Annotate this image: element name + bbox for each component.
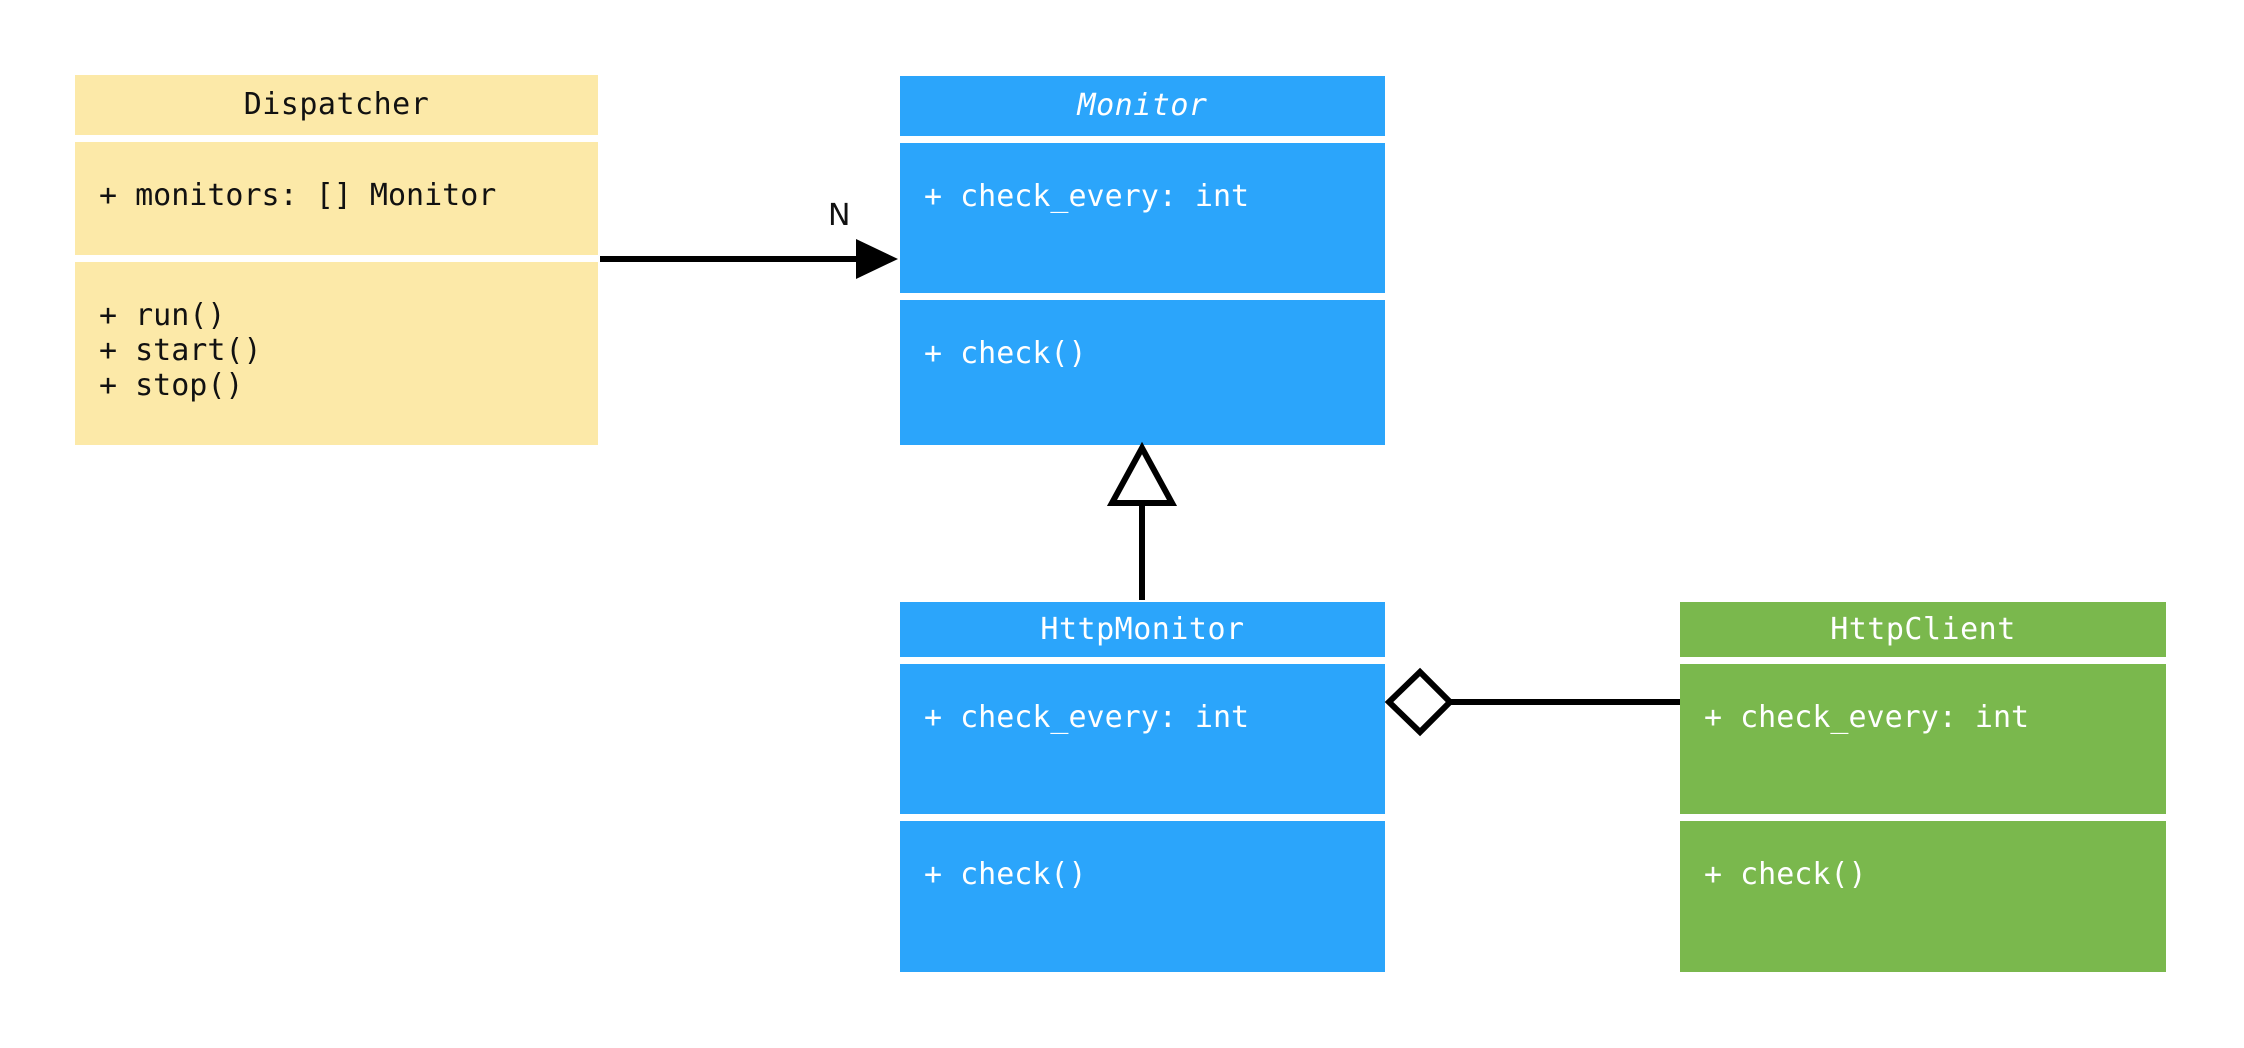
method-row: + stop() <box>99 368 244 403</box>
class-box-dispatcher[interactable]: Dispatcher + monitors: [] Monitor + run(… <box>75 75 598 445</box>
compartment-divider <box>1680 814 2166 821</box>
class-methods-httpclient: + check() <box>1680 821 2166 972</box>
class-box-httpclient[interactable]: HttpClient + check_every: int + check() <box>1680 602 2166 972</box>
class-header-httpmonitor: HttpMonitor <box>900 602 1385 657</box>
compartment-divider <box>900 136 1385 143</box>
relationship-httpmonitor-to-monitor <box>1106 441 1178 600</box>
class-name-httpclient: HttpClient <box>1830 611 2016 647</box>
class-attributes-monitor: + check_every: int <box>900 143 1385 293</box>
class-box-httpmonitor[interactable]: HttpMonitor + check_every: int + check() <box>900 602 1385 972</box>
class-header-monitor: Monitor <box>900 76 1385 136</box>
relationship-httpmonitor-to-httpclient <box>1384 667 1680 737</box>
filled-triangle-arrowhead-icon <box>856 239 898 279</box>
class-methods-httpmonitor: + check() <box>900 821 1385 972</box>
compartment-divider <box>75 255 598 262</box>
compartment-divider <box>75 135 598 142</box>
class-header-httpclient: HttpClient <box>1680 602 2166 657</box>
compartment-divider <box>900 657 1385 664</box>
compartment-divider <box>900 814 1385 821</box>
compartment-divider <box>900 293 1385 300</box>
method-row: + run() <box>99 298 226 333</box>
association-multiplicity-label: N <box>828 198 851 233</box>
class-attributes-dispatcher: + monitors: [] Monitor <box>75 142 598 255</box>
class-name-monitor: Monitor <box>1077 88 1208 123</box>
relationship-dispatcher-to-monitor <box>600 239 898 279</box>
compartment-divider <box>1680 657 2166 664</box>
class-header-dispatcher: Dispatcher <box>75 75 598 135</box>
method-row: + check() <box>1704 857 1867 892</box>
class-attributes-httpmonitor: + check_every: int <box>900 664 1385 814</box>
hollow-triangle-arrowhead-icon <box>1106 441 1178 506</box>
attribute-row: + check_every: int <box>1704 700 2030 735</box>
class-name-httpmonitor: HttpMonitor <box>1040 611 1245 647</box>
class-attributes-httpclient: + check_every: int <box>1680 664 2166 814</box>
method-row: + check() <box>924 857 1087 892</box>
method-row: + check() <box>924 336 1087 371</box>
class-methods-dispatcher: + run() + start() + stop() <box>75 262 598 445</box>
attribute-row: + check_every: int <box>924 179 1250 214</box>
attribute-row: + monitors: [] Monitor <box>99 178 497 213</box>
hollow-diamond-aggregation-icon <box>1384 667 1455 737</box>
class-box-monitor[interactable]: Monitor + check_every: int + check() <box>900 76 1385 445</box>
method-row: + start() <box>99 333 262 368</box>
class-name-dispatcher: Dispatcher <box>243 87 430 122</box>
class-methods-monitor: + check() <box>900 300 1385 445</box>
attribute-row: + check_every: int <box>924 700 1250 735</box>
